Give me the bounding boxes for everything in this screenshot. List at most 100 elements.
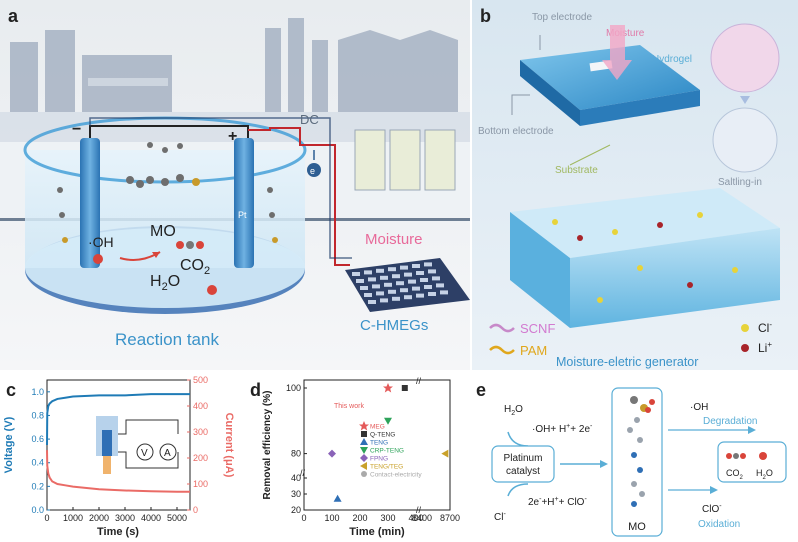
e-oh-eq-sup: + xyxy=(566,423,570,430)
c-y2tick: 400 xyxy=(193,401,208,411)
e-h2o-o: O xyxy=(515,404,523,415)
plot-d-legend: MEGQ-TENGTENGCRP-TENGFPNGTENG/TEGContact… xyxy=(359,421,422,479)
panel-a: a Pt − + DC e ·OH MO xyxy=(0,0,470,370)
evaporators xyxy=(354,129,456,191)
d-xtick: 8700 xyxy=(440,513,460,523)
svg-text:H2O: H2O xyxy=(756,468,773,481)
polymer-network-icon xyxy=(710,23,780,93)
e-clo-eq-sup: - xyxy=(539,496,542,503)
svg-text:ClO-: ClO- xyxy=(702,503,722,515)
platinum-catalyst-box xyxy=(491,445,555,483)
co2-sub: 2 xyxy=(204,265,210,277)
h2o-sub: 2 xyxy=(162,281,168,293)
chmeg-array: Moisture C-HMEGs xyxy=(345,231,470,334)
chmeg-label: C-HMEGs xyxy=(360,317,428,334)
d-ytick: 80 xyxy=(291,449,301,459)
mo-molecule-icon xyxy=(627,396,655,507)
e-oh-eq-tail: + 2e xyxy=(570,424,590,435)
reaction-tank-label: Reaction tank xyxy=(115,330,219,349)
scnf-label: SCNF xyxy=(520,321,555,336)
catalyst-line2: catalyst xyxy=(506,466,540,477)
c-xtick: 3000 xyxy=(115,513,135,523)
wire-top xyxy=(89,125,249,138)
ammeter-icon xyxy=(159,443,177,461)
pam-label: PAM xyxy=(520,343,547,358)
panel-d-letter: d xyxy=(250,380,261,400)
legend-marker-fpng xyxy=(360,454,368,462)
svg-text:·OH+ H++ 2e-: ·OH+ H++ 2e- xyxy=(532,423,593,435)
e-clo-eq-mid-sup: + xyxy=(555,496,559,503)
svg-text:H2O: H2O xyxy=(150,273,180,293)
pam-icon xyxy=(489,345,515,355)
e-clo-eq: 2e xyxy=(528,497,540,508)
salting-in-label: Saltling-in xyxy=(718,177,762,188)
electron-label: e xyxy=(310,166,315,176)
mo-e-label: MO xyxy=(628,521,646,533)
substrate-label: Substrate xyxy=(555,165,598,176)
h2o-label: H xyxy=(150,273,162,290)
d-xtick: 8400 xyxy=(412,513,432,523)
e-clo-eq-mid: +H xyxy=(541,497,554,508)
c-y2tick: 200 xyxy=(193,453,208,463)
svg-text:Li+: Li+ xyxy=(758,340,772,355)
hydrogel-block-top xyxy=(510,188,780,258)
c-xtick: 1000 xyxy=(63,513,83,523)
legend-label: MEG xyxy=(370,424,385,431)
e-cl-sup: - xyxy=(503,511,506,518)
oxidation-label: Oxidation xyxy=(698,519,740,530)
e-clo-sup: - xyxy=(719,503,722,510)
e-h2o-prod-sub: 2 xyxy=(763,475,767,481)
oxidation-arrow-bottom xyxy=(507,483,529,497)
legend-marker-meg xyxy=(359,421,369,431)
ion-dots xyxy=(552,212,738,303)
factory-skyline xyxy=(10,18,458,112)
e-clo-eq-tail-sup: - xyxy=(584,496,587,503)
point-crp-teng xyxy=(384,417,392,425)
point-fpng xyxy=(328,449,336,458)
oh-label: ·OH xyxy=(88,234,114,250)
c-ytick: 0.4 xyxy=(31,458,44,468)
d-xtick: 0 xyxy=(301,513,306,523)
point-meg xyxy=(383,383,393,393)
d-ytick: 40 xyxy=(291,473,301,483)
pt-label: Pt xyxy=(238,210,247,220)
c-xtick: 0 xyxy=(44,513,49,523)
c-ytick: 1.0 xyxy=(31,387,44,397)
c-y2tick: 500 xyxy=(193,375,208,385)
legend-marker-teng-teg xyxy=(360,462,367,470)
current-series xyxy=(46,450,190,493)
e-oh-eq-tail-sup: - xyxy=(590,423,593,430)
cl-sup: - xyxy=(769,320,772,329)
this-work-label: This work xyxy=(334,403,364,410)
voltage-axis-label: Voltage (V) xyxy=(3,416,15,473)
moisture-arrow xyxy=(602,25,632,80)
d-xtick: 300 xyxy=(380,513,395,523)
plot-d-points xyxy=(328,383,449,502)
point-teng-teg xyxy=(441,449,449,458)
svg-text:CO2: CO2 xyxy=(726,468,744,481)
svg-text://: // xyxy=(416,505,422,515)
mo-molecule-box xyxy=(611,387,663,537)
current-axis-label: Current (μA) xyxy=(223,413,235,478)
c-y2tick: 300 xyxy=(193,427,208,437)
hydrogel-label: Hydrogel xyxy=(652,54,692,65)
plot-d-frame xyxy=(303,379,451,511)
removal-axis-label: Removal efficiency (%) xyxy=(262,391,273,500)
d-xtick: 400 xyxy=(408,513,423,523)
c-y2tick: 100 xyxy=(193,479,208,489)
c-ytick: 0.8 xyxy=(31,410,44,420)
point-q-teng xyxy=(401,385,408,391)
h2o-product-icon xyxy=(759,452,767,460)
electron-icon xyxy=(307,163,321,177)
products-box xyxy=(717,441,787,483)
plus-sign: + xyxy=(228,128,237,145)
mo-label: MO xyxy=(150,223,176,240)
legend-label: TENG xyxy=(370,440,388,447)
co2-label: CO xyxy=(180,257,204,274)
voltage-series xyxy=(46,393,190,446)
d-xtick: 200 xyxy=(352,513,367,523)
h2o-o: O xyxy=(168,273,180,290)
